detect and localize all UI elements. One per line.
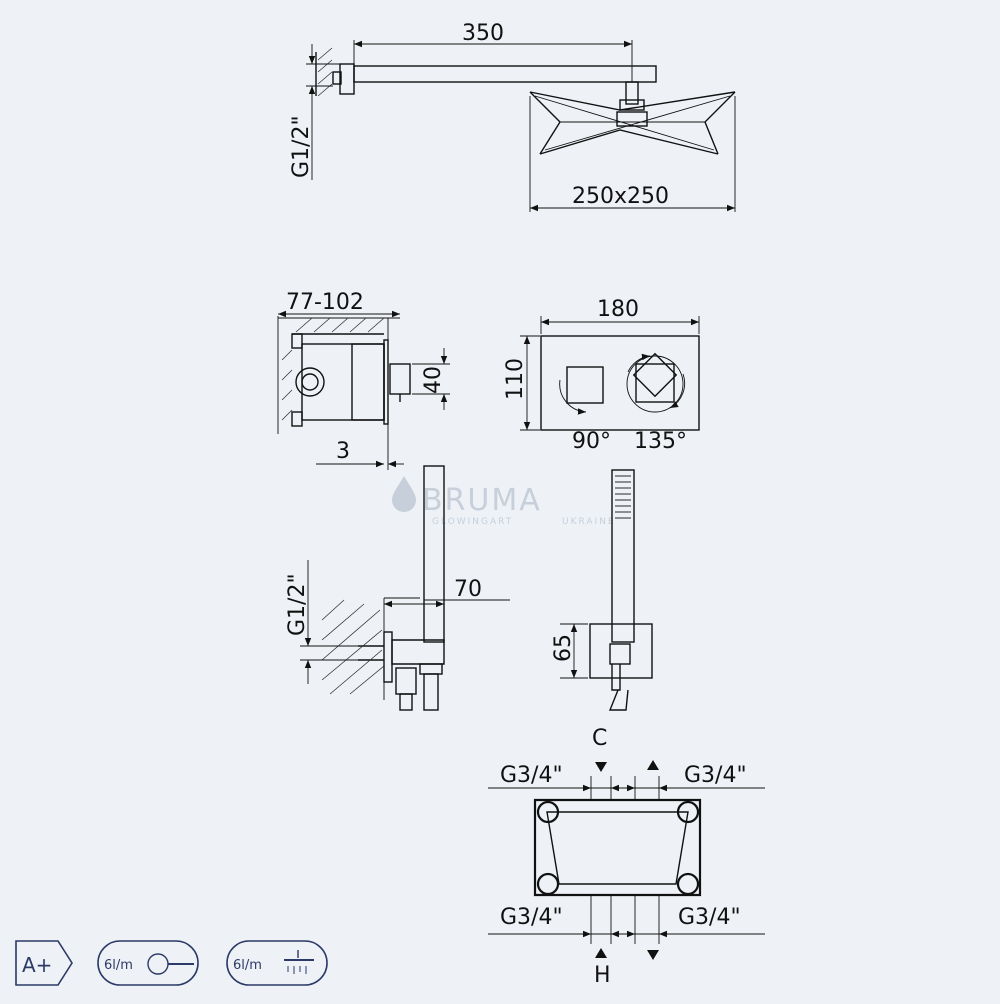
- mixer-body-side: 77-102 40 3: [277, 290, 450, 470]
- dim-hand-projection: 70: [454, 577, 482, 602]
- watermark-brand: BRUMA: [422, 483, 542, 518]
- dim-head-thread: G1/2": [289, 115, 314, 178]
- hand-shower-front: 65: [551, 469, 653, 711]
- label-bottom-left: G3/4": [500, 905, 563, 930]
- flow-hand-value: 6l/m: [104, 958, 133, 973]
- badges: A+ 6l/m 6l/m: [15, 940, 328, 986]
- angle-left: 90°: [572, 429, 611, 454]
- flow-hand-badge: 6l/m: [97, 940, 199, 986]
- drop-icon: [392, 476, 416, 512]
- connection-body: C G3/4" G3/4" H G3/4" G3/4": [488, 726, 765, 988]
- dim-hand-thread: G1/2": [285, 573, 310, 636]
- shower-head-assembly: 350 G1/2" 250x250: [289, 21, 736, 212]
- label-top-right: G3/4": [684, 763, 747, 788]
- dim-mixer-step: 40: [421, 366, 446, 394]
- dim-head-size: 250x250: [572, 184, 669, 209]
- watermark-sub-tag: UKRAINE: [562, 517, 616, 527]
- faceplate-front: 180 110 90° 135°: [503, 297, 700, 454]
- dim-faceplate-height: 110: [503, 358, 528, 400]
- dim-faceplate-width: 180: [597, 297, 639, 322]
- dim-arm-length: 350: [462, 21, 504, 46]
- rain-shower-icon: [284, 950, 314, 974]
- flow-head-badge: 6l/m: [226, 940, 328, 986]
- angle-right: 135°: [634, 429, 687, 454]
- label-top-left: G3/4": [500, 763, 563, 788]
- dim-bracket-height: 65: [551, 634, 576, 662]
- label-hot: H: [594, 963, 611, 988]
- label-cold: C: [592, 726, 607, 751]
- watermark-sub: GLOWINGART: [432, 517, 513, 527]
- label-bottom-right: G3/4": [678, 905, 741, 930]
- dim-mixer-offset: 3: [336, 439, 350, 464]
- flow-head-value: 6l/m: [233, 958, 262, 973]
- hand-shower-side: 70 G1/2": [285, 465, 510, 711]
- watermark: BRUMA GLOWINGART UKRAINE: [392, 476, 616, 527]
- energy-class: A+: [22, 953, 52, 977]
- dim-mixer-depth: 77-102: [286, 290, 364, 315]
- hand-shower-icon: [147, 953, 169, 975]
- energy-badge: A+: [15, 940, 73, 986]
